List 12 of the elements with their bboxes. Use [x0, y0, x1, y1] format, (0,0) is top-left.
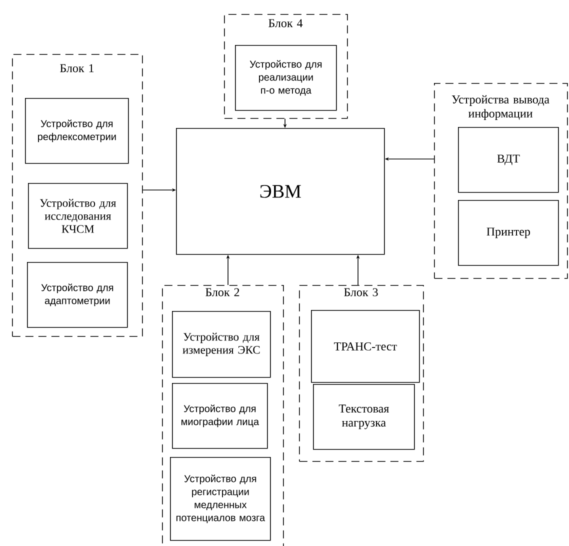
device-box: Принтер [458, 200, 559, 266]
device-box: Текстовая нагрузка [313, 384, 415, 450]
device-box: ЭВМ [176, 128, 385, 255]
device-box: Устройство для рефлексометрии [25, 98, 129, 164]
device-box: Устройство для миографии лица [172, 383, 268, 449]
device-box: Устройство для исследования КЧСМ [28, 183, 128, 249]
device-box: Устройство для измерения ЭКС [172, 311, 271, 378]
device-box: ВДТ [458, 127, 559, 193]
device-box: Устройство для регистрации медленных потенциалов мозга [170, 457, 271, 541]
device-box: ТРАНС-тест [311, 310, 420, 383]
device-box: Устройство для адаптометрии [27, 262, 128, 328]
device-box: Устройство для реализации п-о метода [235, 45, 337, 111]
